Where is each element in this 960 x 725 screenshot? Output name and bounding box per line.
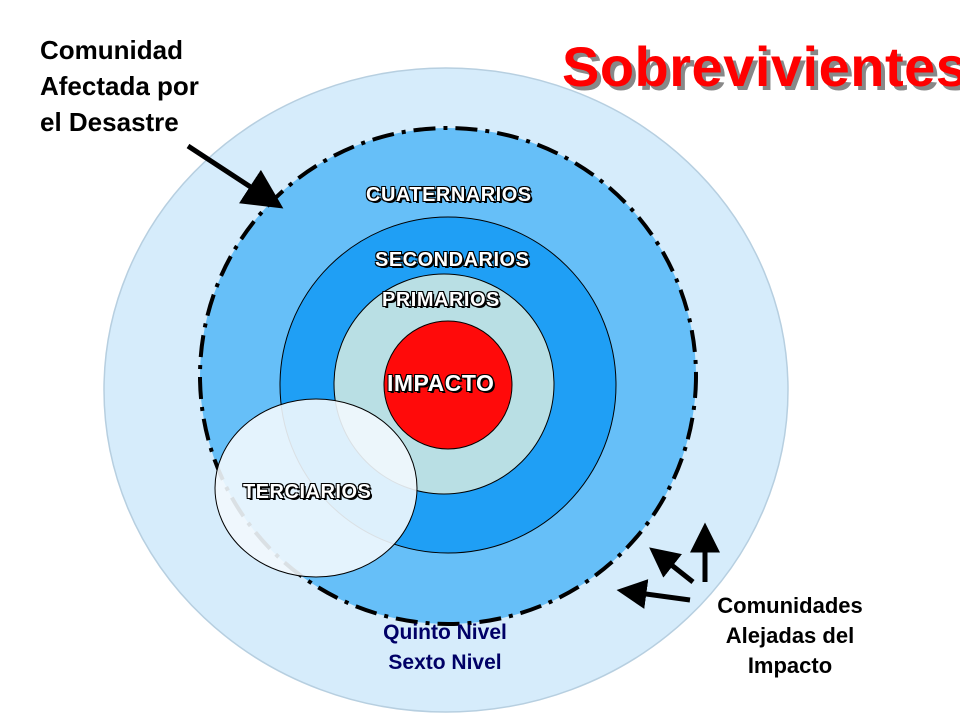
arrow-affected-community — [186, 143, 284, 209]
page-title: Sobrevivientes — [562, 35, 960, 98]
callout-line: el Desastre — [40, 107, 179, 137]
primarios-label: PRIMARIOS — [382, 289, 500, 311]
arrow-distant-middle — [649, 547, 695, 584]
impacto-label: IMPACTO — [387, 370, 495, 396]
callout-line: Comunidad — [40, 35, 183, 65]
arrow-distant-left — [616, 579, 691, 609]
callout-line: Alejadas del — [725, 623, 855, 648]
impacto-core — [383, 320, 513, 450]
outer-level-line: Sexto Nivel — [388, 651, 502, 674]
terciarios-label: TERCIARIOS — [243, 481, 372, 503]
cuaternarios-label: CUATERNARIOS — [366, 184, 532, 206]
distant-communities-callout: Comunidades Alejadas del Impacto — [690, 591, 890, 681]
outer-level-line: Quinto Nivel — [383, 621, 507, 644]
terciarios-ellipse — [214, 398, 418, 578]
callout-line: Comunidades — [717, 593, 863, 618]
affected-community-callout: Comunidad Afectada por el Desastre — [40, 32, 199, 140]
affected-community-boundary — [198, 126, 698, 626]
callout-line: Afectada por — [40, 71, 199, 101]
outer-levels-label: Quinto Nivel Sexto Nivel — [360, 618, 530, 678]
callout-line: Impacto — [747, 653, 833, 678]
secundarios-label: SECONDARIOS — [375, 249, 530, 271]
